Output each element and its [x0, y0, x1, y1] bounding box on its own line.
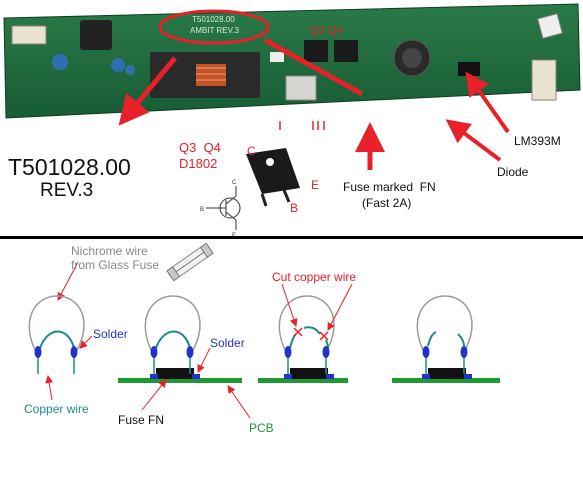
transistor-names-label: Q3 Q4 [179, 140, 221, 155]
pin-e-label: E [311, 178, 320, 192]
chip-q3-q4-label: Q3 Q4 [310, 25, 342, 37]
nichrome-label-line2: from Glass Fuse [71, 258, 160, 272]
glass-fuse-icon [166, 242, 214, 282]
pcb-label: PCB [249, 421, 274, 435]
npn-transistor-symbol [206, 186, 241, 230]
step2-soldered [118, 295, 242, 383]
pcb-pointer [227, 385, 251, 419]
cut-pointer-left [281, 283, 298, 327]
solder-label-1: Solder [93, 327, 128, 341]
solder-pointer-2 [197, 347, 211, 373]
copper-pointer [45, 375, 54, 401]
solder-label-2: Solder [210, 336, 245, 350]
silk-pin-7: 7 [331, 124, 336, 125]
silk-ambit-rev: AMBIT REV.3 [190, 26, 239, 35]
copper-wire-label: Copper wire [24, 402, 89, 416]
silk-pin-1: 1 [273, 124, 278, 125]
nichrome-pointer [57, 261, 79, 301]
step4-final [392, 295, 500, 383]
diode-label: Diode [497, 165, 529, 179]
solder-pointer-1 [79, 335, 93, 349]
arrow-ellipse-to-fuse [263, 37, 364, 97]
step1-wire [28, 295, 85, 374]
pin-b-label: B [290, 201, 299, 215]
step3-cut [258, 295, 348, 383]
section-divider [0, 236, 583, 239]
inductor [80, 20, 112, 50]
capacitor [125, 65, 135, 75]
schematic-c-label: C [232, 180, 237, 186]
q4-transistor [334, 40, 358, 62]
capacitor [52, 54, 68, 70]
lm393m-label: LM393M [514, 134, 561, 148]
arrow-to-diode [445, 119, 502, 162]
capacitor [111, 58, 125, 72]
fuse-fn-pointer [141, 379, 167, 411]
transistor-dpak-icon [246, 148, 300, 207]
arrow-to-lm393m [465, 71, 510, 134]
pin-marks [279, 121, 325, 130]
silk-part-number: T501028.00 [192, 15, 235, 24]
highlight-ellipse [158, 9, 270, 45]
q3-transistor [304, 40, 328, 62]
board-number-label: T501028.00 [8, 154, 131, 180]
fuse-label-line1: Fuse marked FN [343, 180, 436, 194]
transistor-part-label: D1802 [179, 156, 218, 171]
right-connector [531, 59, 557, 101]
board-rev-label: REV.3 [40, 180, 94, 201]
fuse-fn-label: Fuse FN [118, 413, 165, 427]
cut-copper-label: Cut copper wire [272, 270, 357, 284]
fuse-label-line2: (Fast 2A) [362, 196, 412, 210]
left-connector [11, 25, 47, 45]
cut-pointer-right [327, 283, 353, 331]
schematic-b-label: B [200, 207, 204, 213]
arrow-to-board-number [118, 56, 177, 126]
pin-c-label: C [247, 144, 256, 158]
nichrome-label-line1: Nichrome wire [71, 244, 148, 258]
